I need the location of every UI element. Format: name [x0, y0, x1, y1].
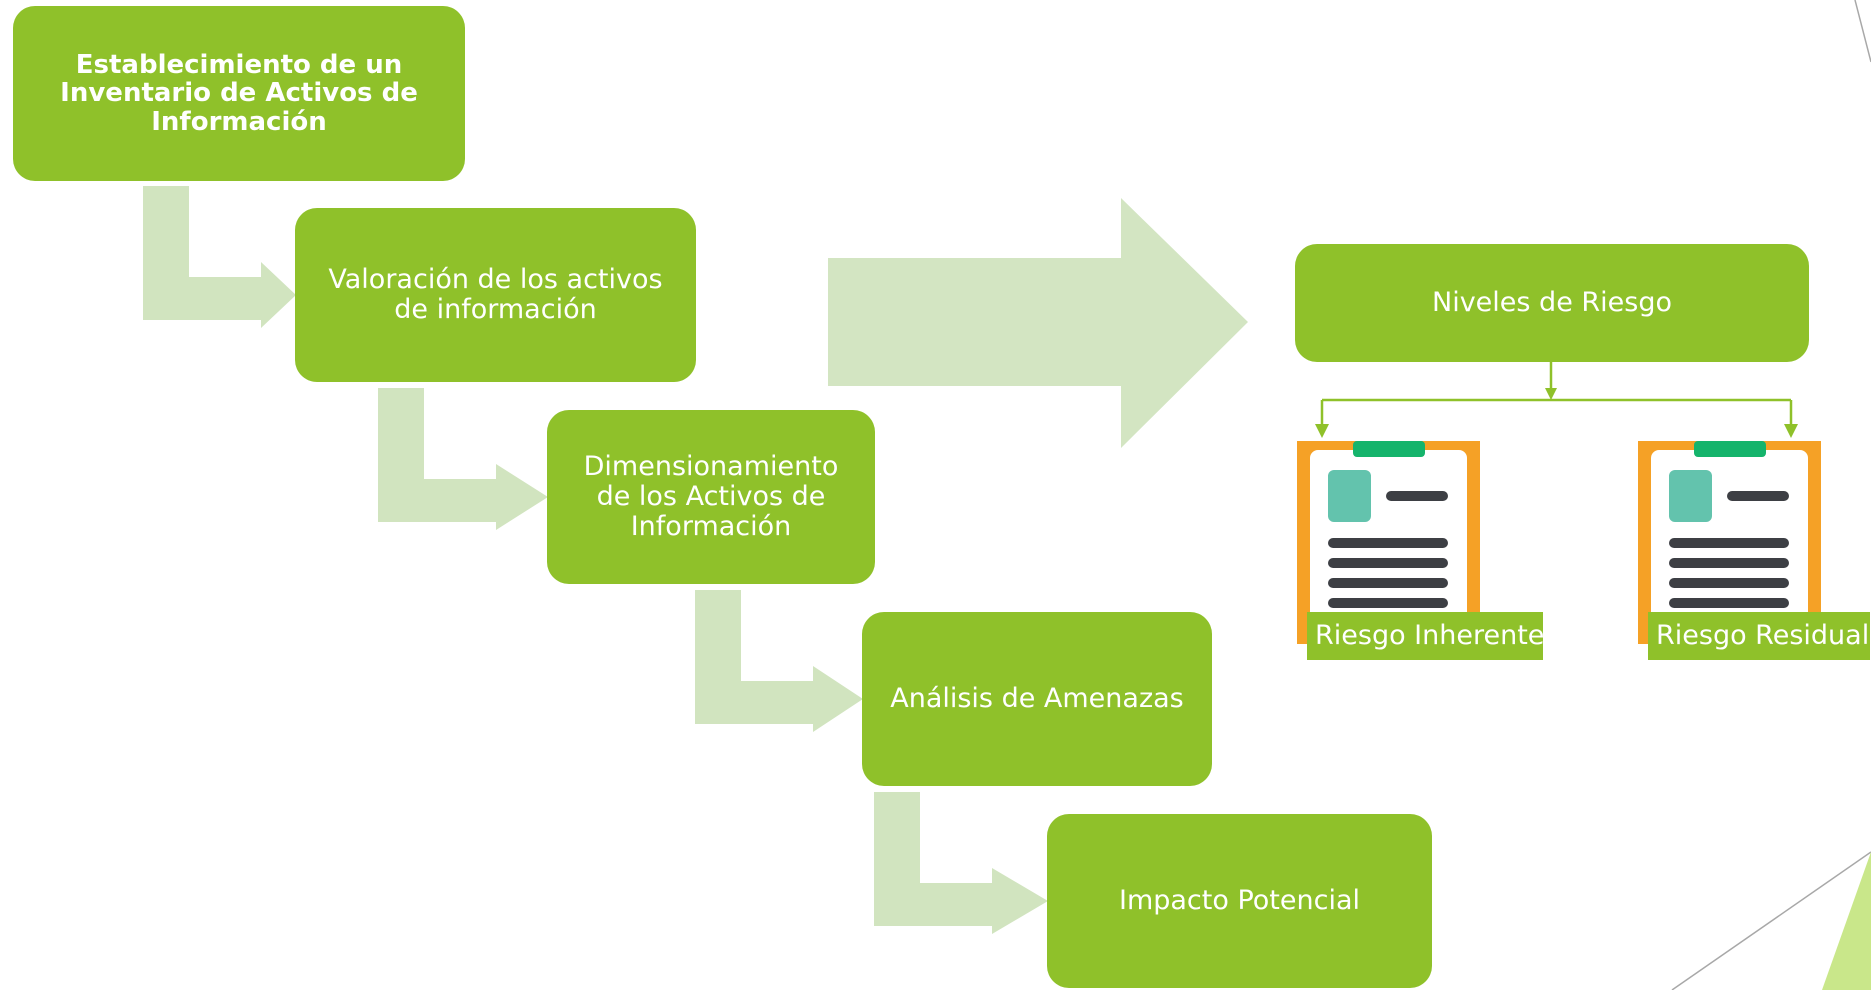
tree-stem-arrowhead — [1545, 388, 1557, 400]
decor-line-top — [1854, 0, 1871, 63]
niveles-de-riesgo-box: Niveles de Riesgo — [1295, 244, 1809, 362]
process-step-analisis-amenazas: Análisis de Amenazas — [862, 612, 1212, 786]
process-step-dimensionamiento: Dimensionamiento de los Activos de Infor… — [547, 410, 875, 584]
tree-right-arrowhead — [1784, 424, 1798, 438]
process-step-impacto-potencial: Impacto Potencial — [1047, 814, 1432, 988]
riesgo-residual-label: Riesgo Residual — [1648, 612, 1870, 660]
process-step-valoracion: Valoración de los activos de información — [295, 208, 696, 382]
riesgo-inherente-label: Riesgo Inherente — [1307, 612, 1544, 660]
connector-arrow-1 — [143, 186, 296, 328]
tree-left-arrowhead — [1315, 424, 1329, 438]
document-icon — [1638, 441, 1821, 644]
connector-arrow-2 — [378, 388, 548, 530]
connector-arrow-4 — [874, 792, 1048, 934]
big-right-arrow — [828, 198, 1248, 448]
document-icon — [1297, 441, 1480, 644]
process-step-inventario: Establecimiento de un Inventario de Acti… — [13, 6, 465, 181]
decor-line-bottom — [1671, 851, 1871, 990]
decor-triangle — [1822, 852, 1871, 990]
connector-arrow-3 — [695, 590, 863, 732]
